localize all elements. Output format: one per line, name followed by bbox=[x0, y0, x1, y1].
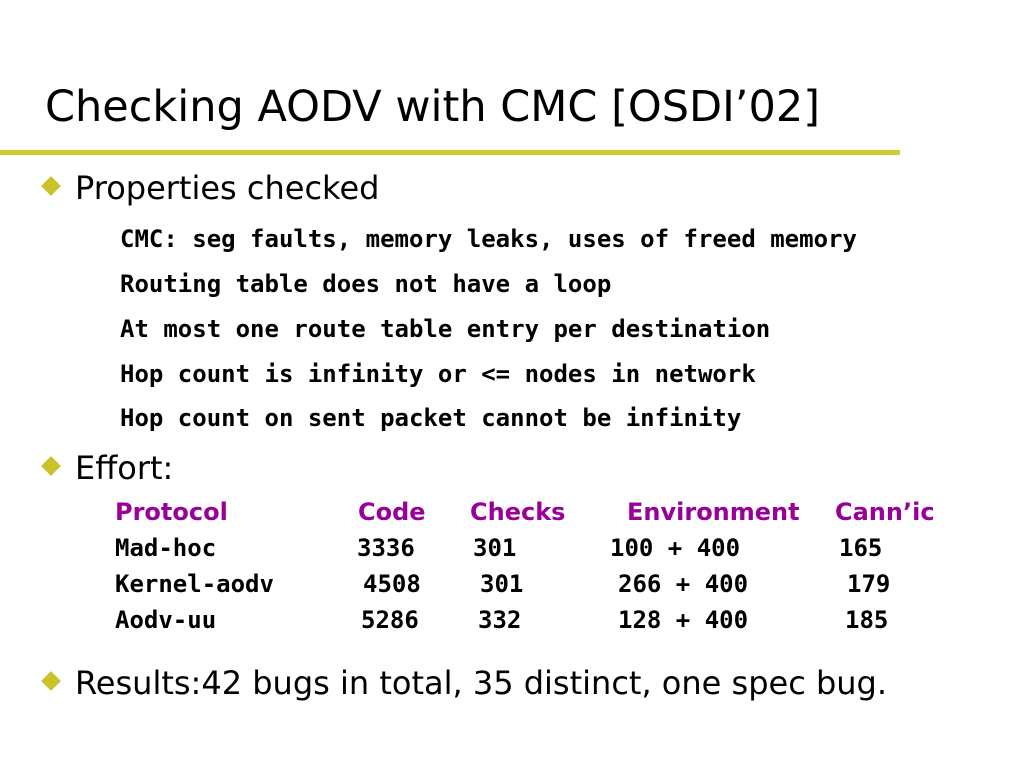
title-underline bbox=[0, 150, 900, 155]
header-protocol: Protocol bbox=[115, 498, 228, 526]
cell-checks: 301 bbox=[480, 570, 524, 598]
bullet-results: Results:42 bugs in total, 35 distinct, o… bbox=[41, 664, 888, 702]
bullet-effort: Effort: bbox=[41, 449, 174, 487]
bullet-properties: Properties checked bbox=[41, 169, 380, 207]
cell-cannic: 165 bbox=[839, 534, 883, 562]
effort-heading: Effort: bbox=[75, 449, 174, 487]
properties-heading: Properties checked bbox=[75, 169, 380, 207]
slide-title: Checking AODV with CMC [OSDI’02] bbox=[45, 82, 820, 132]
property-item: CMC: seg faults, memory leaks, uses of f… bbox=[120, 225, 857, 253]
diamond-bullet-icon bbox=[41, 671, 61, 691]
property-item: Hop count is infinity or <= nodes in net… bbox=[120, 360, 756, 388]
cell-code: 3336 bbox=[357, 534, 415, 562]
header-checks: Checks bbox=[470, 498, 566, 526]
header-code: Code bbox=[358, 498, 426, 526]
cell-protocol: Kernel-aodv bbox=[115, 570, 274, 598]
cell-protocol: Aodv-uu bbox=[115, 606, 217, 634]
property-item: At most one route table entry per destin… bbox=[120, 315, 771, 343]
header-cannic: Cann’ic bbox=[835, 498, 935, 526]
results-text: Results:42 bugs in total, 35 distinct, o… bbox=[75, 664, 888, 702]
diamond-bullet-icon bbox=[41, 456, 61, 476]
property-item: Hop count on sent packet cannot be infin… bbox=[120, 404, 742, 432]
diamond-bullet-icon bbox=[41, 176, 61, 196]
property-item: Routing table does not have a loop bbox=[120, 270, 612, 298]
header-environment: Environment bbox=[627, 498, 800, 526]
cell-cannic: 185 bbox=[845, 606, 889, 634]
cell-environment: 266 + 400 bbox=[618, 570, 749, 598]
cell-checks: 332 bbox=[478, 606, 522, 634]
cell-checks: 301 bbox=[473, 534, 517, 562]
cell-cannic: 179 bbox=[847, 570, 891, 598]
cell-environment: 128 + 400 bbox=[618, 606, 749, 634]
cell-code: 5286 bbox=[361, 606, 419, 634]
cell-environment: 100 + 400 bbox=[610, 534, 741, 562]
cell-code: 4508 bbox=[363, 570, 421, 598]
cell-protocol: Mad-hoc bbox=[115, 534, 217, 562]
